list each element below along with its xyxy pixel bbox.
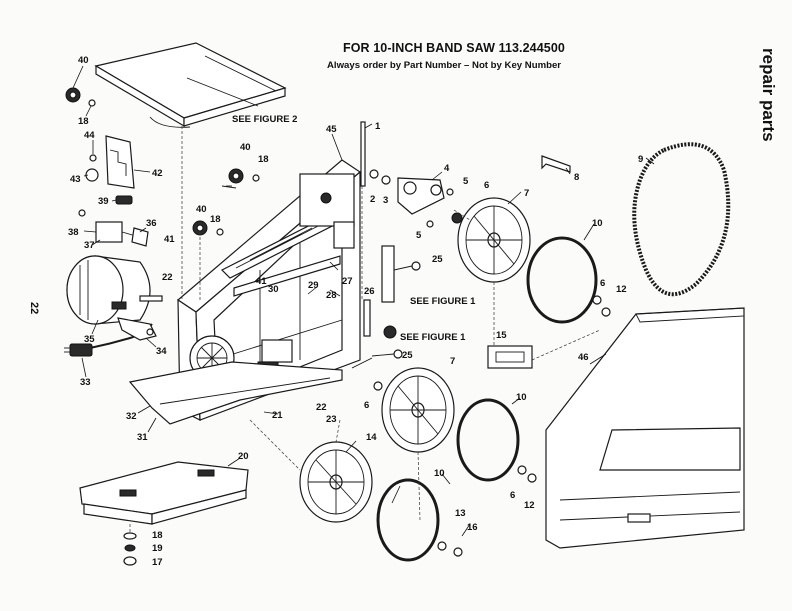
- callout-13: 16: [467, 522, 478, 533]
- guide-post-parts: [360, 121, 421, 359]
- knob-parts-middle: [192, 168, 260, 236]
- callout-40-mid: 40: [240, 142, 251, 153]
- leader-lines: [72, 65, 655, 537]
- callout-17: 19: [152, 543, 163, 554]
- callout-46: 15: [496, 330, 507, 341]
- callout-26: 27: [342, 276, 353, 287]
- callout-45: 45: [326, 124, 337, 135]
- figure-references: SEE FIGURE 2 SEE FIGURE 1 SEE FIGURE 1: [232, 114, 476, 343]
- callout-43: 43: [70, 174, 81, 185]
- callout-34: 34: [156, 346, 167, 357]
- callout-15: 14: [366, 432, 377, 443]
- tire-parts: [376, 236, 598, 562]
- callout-11-top: 12: [616, 284, 627, 295]
- callout-32: 32: [126, 411, 137, 422]
- callout-30-mid: 41: [256, 276, 267, 287]
- callout-29: 30: [268, 284, 279, 295]
- see-figure-1-upper-label: SEE FIGURE 1: [410, 296, 476, 307]
- callout-11-lower: 12: [524, 500, 535, 511]
- callout-1: 1: [375, 121, 381, 132]
- insert-plate-part: [487, 345, 533, 369]
- callout-2: 2: [370, 194, 375, 205]
- callout-16: 17: [152, 557, 163, 568]
- stand-base-part: [79, 461, 249, 525]
- washer-parts-right: [373, 295, 611, 557]
- callout-31: 31: [137, 432, 148, 443]
- callout-8: 8: [574, 172, 579, 183]
- callout-5-mid: 5: [416, 230, 422, 241]
- callout-7-top: 7: [524, 188, 529, 199]
- callout-30-left: 41: [164, 234, 175, 245]
- see-figure-2-label: SEE FIGURE 2: [232, 114, 297, 125]
- callout-18-low: 18: [210, 214, 221, 225]
- base-pan-part: [128, 361, 343, 425]
- callout-12: 46: [578, 352, 589, 363]
- callout-20: 21: [272, 410, 283, 421]
- callout-28: 29: [308, 280, 319, 291]
- lower-wheel-part: [381, 367, 455, 453]
- callout-14: 13: [455, 508, 466, 519]
- bracket-part-34: [117, 317, 157, 341]
- saw-table-part: [94, 42, 287, 128]
- callout-39: 39: [98, 196, 109, 207]
- callout-25: 26: [364, 286, 375, 297]
- callout-35: 35: [84, 334, 95, 345]
- diagram-subtitle: Always order by Part Number – Not by Key…: [327, 60, 562, 71]
- callout-10-mid: 10: [516, 392, 527, 403]
- belt-part: [632, 142, 731, 297]
- callout-21-left: 22: [162, 272, 173, 283]
- diagram-title: FOR 10-INCH BAND SAW 113.244500: [343, 41, 565, 55]
- callout-40-low: 40: [196, 204, 207, 215]
- wheel-cover-part: [545, 307, 745, 549]
- main-frame-part: [177, 159, 361, 421]
- callout-6-frame: 6: [364, 400, 369, 411]
- callout-6-lower: 6: [510, 490, 515, 501]
- knob-part-top: [65, 87, 96, 107]
- pulley-wheel-part: [299, 441, 373, 523]
- callout-18-bottom: 18: [152, 530, 163, 541]
- callout-38: 38: [68, 227, 79, 238]
- callout-10-lower: 10: [434, 468, 445, 479]
- wheel-bracket-part: [369, 169, 454, 228]
- callout-42: 42: [152, 168, 163, 179]
- callout-40-top: 40: [78, 55, 89, 66]
- callout-6-right: 6: [600, 278, 605, 289]
- callout-33: 33: [80, 377, 91, 388]
- callout-7-mid: 7: [450, 356, 455, 367]
- callout-3: 3: [383, 195, 388, 206]
- callout-21-lower: 22: [316, 402, 327, 413]
- callout-27: 28: [326, 290, 337, 301]
- callout-24-upper: 25: [432, 254, 443, 265]
- key-number-callouts: 40 18 44 43 42 39 38 36 37 35 34 33 32 3…: [68, 55, 643, 568]
- see-figure-1-lower-label: SEE FIGURE 1: [400, 332, 466, 343]
- callout-18-top: 18: [78, 116, 89, 127]
- callout-10-top: 10: [592, 218, 603, 229]
- motor-part: [66, 255, 163, 325]
- callout-5-top: 5: [463, 176, 469, 187]
- callout-6-top: 6: [484, 180, 489, 191]
- callout-22: 23: [326, 414, 337, 425]
- callout-24-lower: 25: [402, 350, 413, 361]
- callout-44: 44: [84, 130, 95, 141]
- side-section-label: repair parts: [759, 48, 778, 142]
- callout-18-mid: 18: [258, 154, 269, 165]
- callout-4: 4: [444, 163, 450, 174]
- washer-stack: [123, 532, 137, 566]
- small-parts-left: [78, 135, 149, 247]
- callout-36: 36: [146, 218, 157, 229]
- assembly-lines: [129, 126, 601, 532]
- callout-19: 20: [238, 451, 249, 462]
- callout-9: 9: [638, 154, 643, 165]
- hex-key-part: [541, 155, 571, 173]
- callout-37: 37: [84, 240, 95, 251]
- upper-wheel-part: [451, 197, 531, 283]
